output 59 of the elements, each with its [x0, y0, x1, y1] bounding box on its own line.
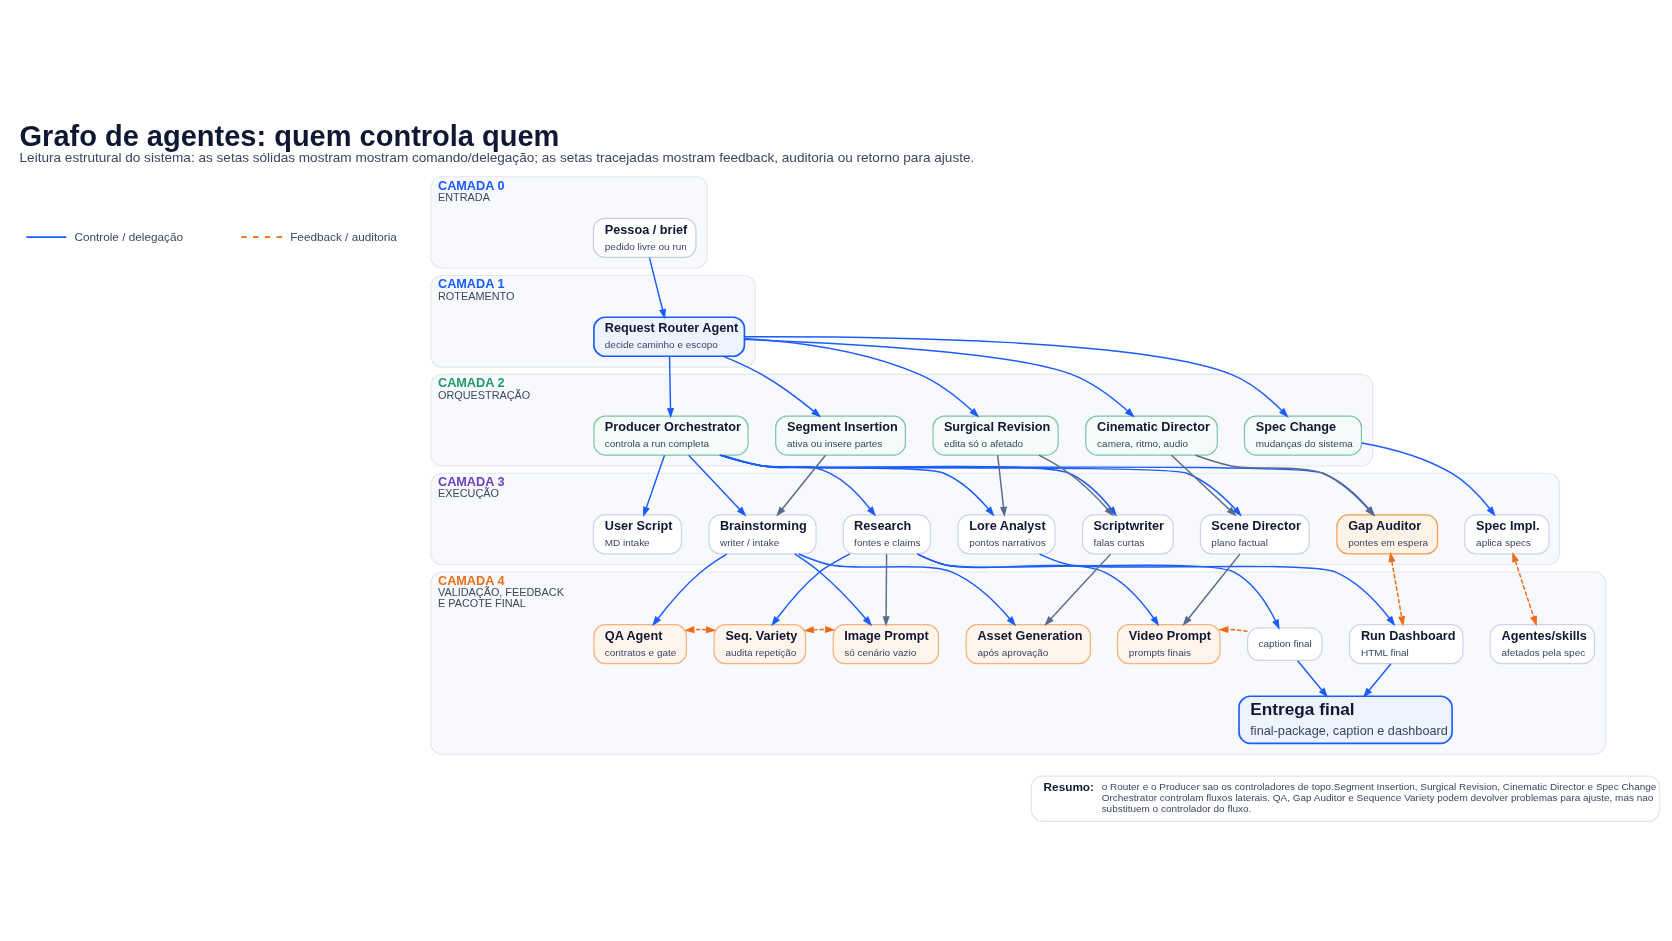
arrow	[648, 256, 666, 320]
node-box: Segment Insertion ativa ou insere partes	[775, 415, 906, 456]
arrow	[771, 553, 851, 627]
arrow	[1296, 659, 1329, 698]
node-box: Seq. Variety audita repetição	[713, 624, 807, 665]
arrow	[684, 626, 717, 634]
node-box: User Script MD intake	[592, 514, 682, 555]
arrow	[687, 454, 747, 517]
node-box: Entrega final final-package, caption e dashboard	[1238, 695, 1453, 745]
node-box: Gap Auditor pontes em espera	[1336, 514, 1439, 555]
arrow	[643, 454, 666, 517]
legend-label: Controle / delegação	[74, 230, 184, 244]
arrow	[1182, 553, 1241, 626]
legend-label: Feedback / auditoria	[290, 230, 397, 244]
arrow	[793, 553, 873, 627]
node-box: Spec Impl. aplica specs	[1464, 514, 1550, 555]
node-box: Research fontes e claims	[842, 514, 931, 555]
node-box: Surgical Revision edita só o afetado	[932, 415, 1059, 456]
arrow	[743, 337, 980, 418]
node-box: Agentes/skills afetados pela spec	[1489, 624, 1595, 665]
arrow	[1388, 551, 1406, 627]
arrow	[882, 553, 890, 627]
arrow	[744, 338, 1135, 418]
node-box: Request Router Agent decide caminho e escopo	[593, 316, 746, 358]
arrow	[743, 336, 1289, 418]
arrow	[666, 355, 675, 419]
node-box: Scriptwriter falas curtas	[1082, 514, 1174, 555]
arrow	[722, 355, 822, 418]
arrow	[1512, 552, 1537, 627]
node-box: caption final	[1247, 627, 1323, 662]
node-box: Image Prompt só cenário vazio	[832, 624, 940, 665]
arrow	[1218, 625, 1249, 634]
arrow	[1044, 553, 1112, 626]
arrow	[916, 553, 1280, 630]
arrow	[1038, 454, 1114, 517]
arrow	[996, 454, 1007, 518]
node-box: Brainstorming writer / intake	[708, 514, 817, 555]
arrow	[1361, 442, 1496, 517]
arrow	[803, 625, 836, 634]
node-box: Run Dashboard HTML final	[1349, 624, 1464, 665]
diagram-title: Grafo de agentes: quem controla quem	[19, 119, 560, 152]
arrow	[776, 454, 827, 517]
arrow	[721, 454, 876, 517]
node-box: Cinematic Director camera, ritmo, audio	[1085, 415, 1218, 456]
arrow	[1170, 454, 1237, 517]
node-box: Asset Generation após aprovação	[965, 624, 1091, 665]
node-box: Lore Analyst pontos narrativos	[957, 514, 1056, 555]
arrow	[797, 553, 1016, 627]
arrow	[1194, 454, 1375, 517]
node-box: Video Prompt prompts finais	[1116, 624, 1221, 665]
node-box: Resumo: o Router e o Producer sao os controladores de topo.Segment Insertion, Surgical Revision, Cinematic Director e Spec Change Orchestrator controlam fluxos laterais. QA, Gap Auditor e Sequence Variety podem devolver problemas para ajuste, mas nao substituem o controlador do fluxo.	[1030, 775, 1661, 822]
arrow	[1038, 553, 1396, 627]
node-box: Pessoa / brief pedido livre ou run	[592, 217, 697, 259]
node-box: QA Agent contratos e gate	[593, 624, 687, 665]
arrow	[652, 553, 728, 627]
node-box: Producer Orchestrator controla a run completa	[593, 415, 749, 456]
arrow	[1362, 662, 1392, 698]
node-box: Spec Change mudanças do sistema	[1243, 415, 1362, 456]
node-box: Scene Director plano factual	[1199, 514, 1310, 555]
